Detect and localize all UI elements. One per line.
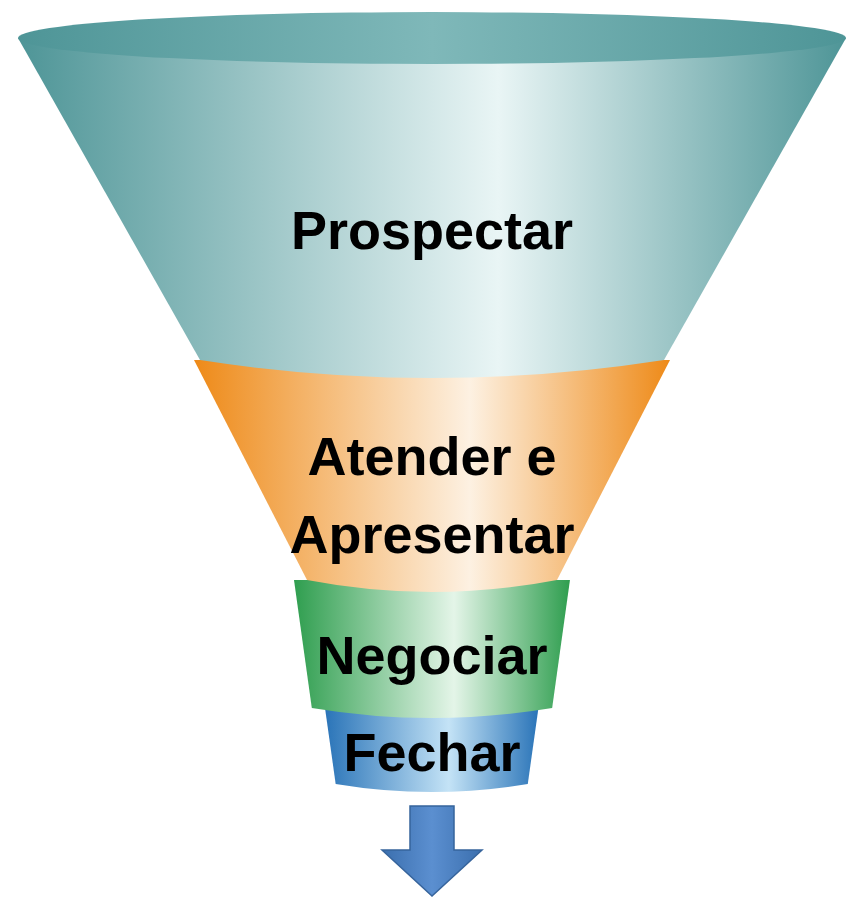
band-shape xyxy=(18,8,846,380)
band-fill xyxy=(325,708,538,792)
funnel-band: Negociar xyxy=(294,580,570,718)
funnel-band: Prospectar xyxy=(18,8,846,378)
funnel-rim xyxy=(18,12,846,64)
band-fill xyxy=(194,360,670,592)
band-text-holder: Atender e Apresentar xyxy=(194,417,670,574)
funnel-band: Fechar xyxy=(325,708,538,792)
band-text-holder: Negociar xyxy=(294,623,570,688)
stage-label: Fechar xyxy=(343,720,520,785)
stage-label: Atender e Apresentar xyxy=(282,417,582,574)
band-text-holder: Fechar xyxy=(325,720,538,785)
band-fill xyxy=(18,38,846,378)
down-arrow xyxy=(382,806,482,896)
band-fill xyxy=(294,580,570,718)
stage-label: Prospectar xyxy=(291,198,573,263)
stage-label: Negociar xyxy=(316,623,547,688)
band-text-holder: Prospectar xyxy=(18,198,846,263)
funnel-band: Atender e Apresentar xyxy=(194,360,670,592)
